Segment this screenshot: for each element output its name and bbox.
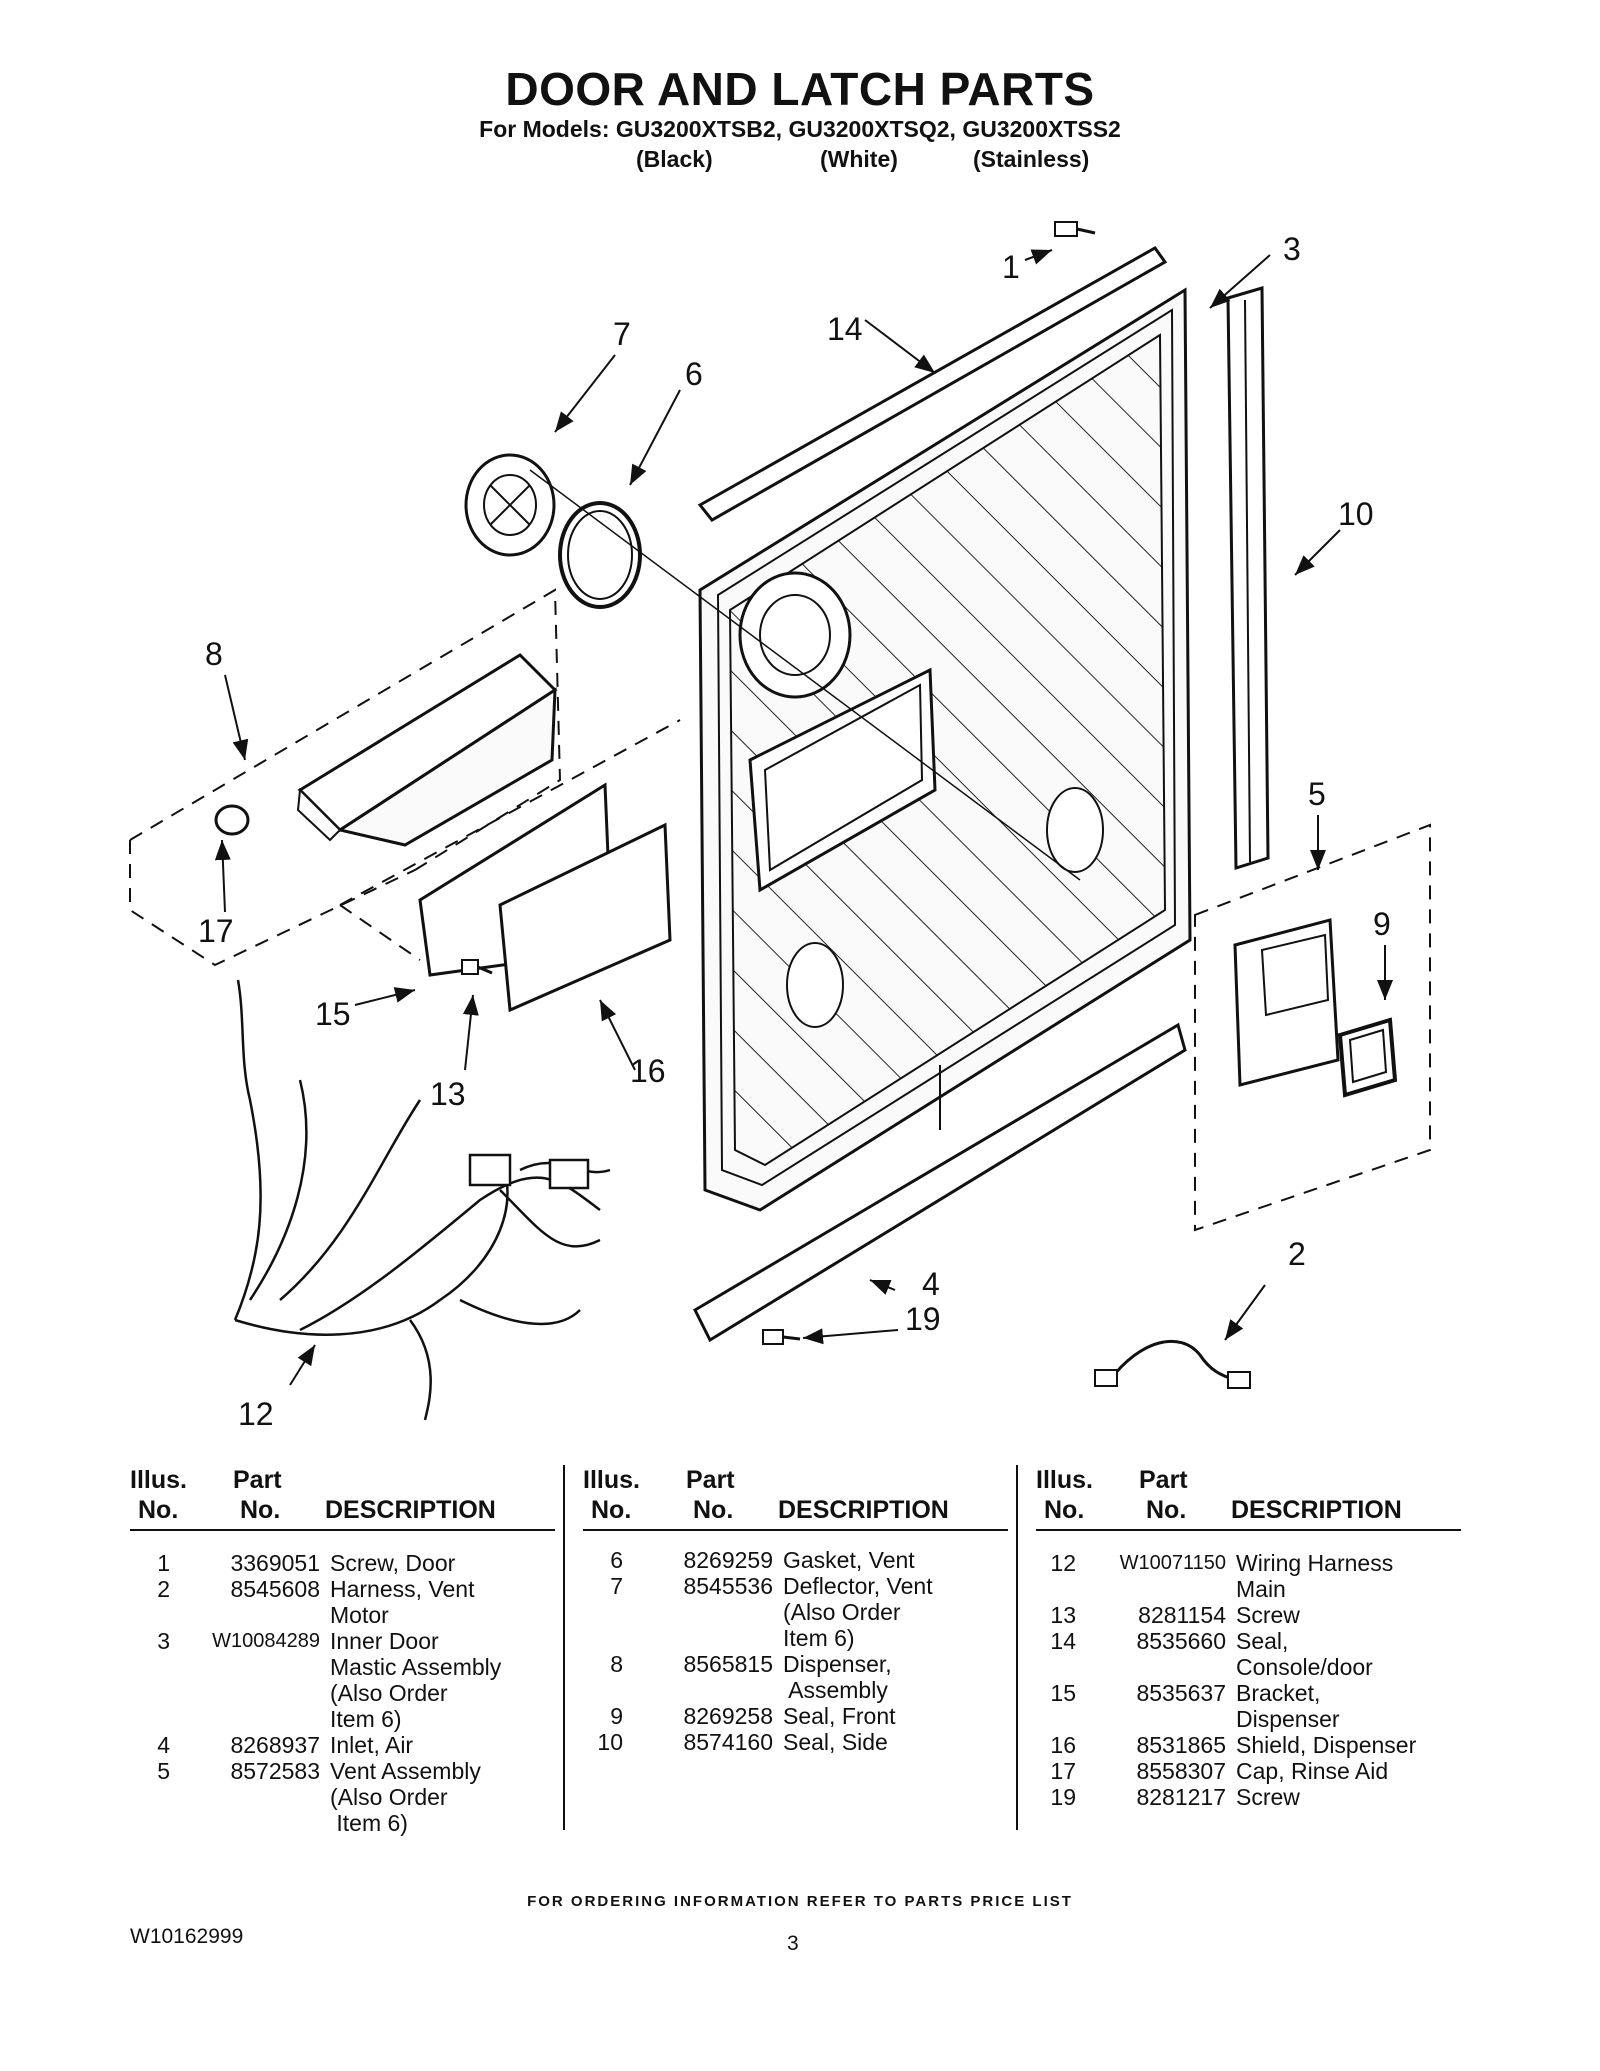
parts-table: Illus. No. Part No. DESCRIPTION Illus. N… [130, 1465, 1470, 1836]
callout-9: 9 [1373, 906, 1391, 942]
callout-4: 4 [922, 1266, 940, 1302]
callout-17: 17 [198, 913, 234, 949]
header-part: Part [1139, 1466, 1188, 1494]
header-part-no: No. [1146, 1496, 1187, 1524]
callout-13: 13 [430, 1076, 466, 1112]
callout-19: 19 [905, 1301, 941, 1337]
models-line: For Models: GU3200XTSB2, GU3200XTSQ2, GU… [479, 116, 1121, 142]
callout-8: 8 [205, 636, 223, 672]
callout-12: 12 [238, 1396, 274, 1432]
header-rule [130, 1529, 555, 1531]
callout-1: 1 [1002, 249, 1020, 285]
page-number: 3 [787, 1932, 799, 1955]
header-part: Part [233, 1466, 282, 1494]
bracket-screw [461, 959, 493, 975]
header-illus: Illus. [583, 1466, 640, 1494]
column-divider [563, 1465, 565, 1830]
seal-console-door [697, 246, 1168, 522]
callout-6: 6 [685, 356, 703, 392]
color-black-label: (Black) [636, 146, 713, 172]
header-description: DESCRIPTION [325, 1496, 496, 1524]
callout-10: 10 [1338, 496, 1374, 532]
dashed-group-outlines [129, 588, 1431, 1232]
header-rule [1036, 1529, 1461, 1531]
inlet-screw [762, 1329, 801, 1345]
header-part-no: No. [240, 1496, 281, 1524]
main-wiring-harness [233, 979, 611, 1421]
front-seal [1337, 1017, 1398, 1098]
color-stainless-label: (Stainless) [973, 146, 1090, 172]
page-title: DOOR AND LATCH PARTS [505, 63, 1095, 115]
rinse-aid-cap [214, 804, 250, 836]
vent-motor-harness [1094, 1339, 1251, 1389]
callout-leaders [214, 249, 1393, 1386]
callout-3: 3 [1283, 231, 1301, 267]
header-description: DESCRIPTION [778, 1496, 949, 1524]
header-illus: Illus. [1036, 1466, 1093, 1494]
header-description: DESCRIPTION [1231, 1496, 1402, 1524]
header-illus: Illus. [130, 1466, 187, 1494]
callout-5: 5 [1308, 776, 1326, 812]
header-illus-no: No. [591, 1496, 632, 1524]
callout-2: 2 [1288, 1236, 1306, 1272]
ordering-note: FOR ORDERING INFORMATION REFER TO PARTS … [527, 1893, 1073, 1910]
inner-door-panel [698, 287, 1192, 1212]
door-screw [1054, 221, 1096, 237]
header-illus-no: No. [1044, 1496, 1085, 1524]
exploded-parts-diagram: 1 2 3 4 5 6 7 8 9 10 12 13 14 15 16 17 1… [129, 221, 1431, 1432]
vent-deflector [464, 453, 556, 557]
document-number: W10162999 [130, 1925, 244, 1948]
header-part-no: No. [693, 1496, 734, 1524]
header-illus-no: No. [138, 1496, 179, 1524]
dispenser-shield [498, 822, 672, 1013]
header-rule [583, 1529, 1008, 1531]
air-inlet [693, 1022, 1187, 1343]
dispenser-assembly [296, 653, 558, 847]
column-divider [1016, 1465, 1018, 1830]
color-white-label: (White) [820, 146, 898, 172]
header-part: Part [686, 1466, 735, 1494]
vent-gasket [558, 501, 642, 609]
vent-assembly [1233, 918, 1340, 1087]
callout-7: 7 [613, 316, 631, 352]
callout-16: 16 [630, 1053, 666, 1089]
callout-15: 15 [315, 996, 351, 1032]
callout-14: 14 [827, 311, 863, 347]
